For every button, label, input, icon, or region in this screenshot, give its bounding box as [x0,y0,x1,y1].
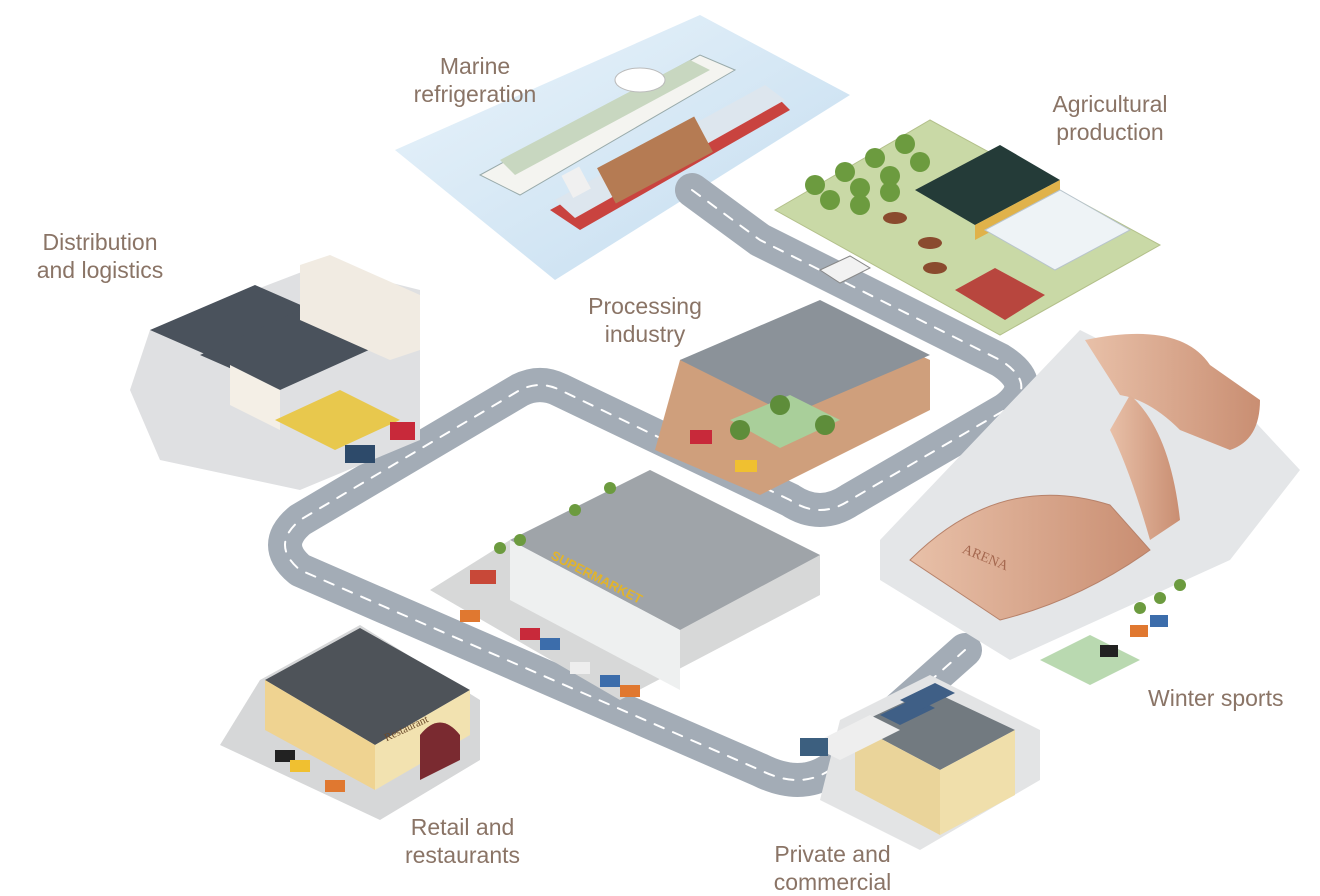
label-marine-refrigeration: Marine refrigeration [400,52,550,108]
label-distribution-line1: Distribution [42,229,158,255]
label-processing-line2: industry [604,321,686,347]
label-distribution-logistics: Distribution and logistics [20,228,180,284]
label-processing-industry: Processing industry [570,292,720,348]
label-private-line1: Private and [774,841,891,867]
harbor-water [395,15,850,280]
winter-arena: ARENA [880,330,1300,685]
label-processing-line1: Processing [588,293,702,319]
decorative-trees [494,482,1186,614]
label-winter-line1: Winter sports [1148,685,1284,711]
label-agricultural-line1: Agricultural [1052,91,1168,117]
label-agricultural-production: Agricultural production [1030,90,1190,146]
restaurant: Restaurant [220,625,480,820]
label-winter-sports: Winter sports [1148,684,1313,712]
processing-plant [655,300,930,495]
supermarket: SUPERMARKET [430,470,820,700]
label-marine-line2: refrigeration [413,81,537,107]
cargo-ship [550,85,790,230]
label-marine-line1: Marine [439,53,511,79]
label-private-commercial: Private and commercial [750,840,915,896]
label-retail-line2: restaurants [404,842,521,868]
orchard-trees [805,134,930,215]
farm-land [773,119,1162,336]
label-retail-line1: Retail and [410,814,515,840]
private-commercial-building [800,675,1040,850]
delivery-truck [818,255,872,284]
label-distribution-line2: and logistics [36,257,164,283]
cruise-ship [478,54,737,196]
label-agricultural-line2: production [1056,119,1164,145]
cows [883,212,947,274]
distribution-warehouse [130,255,420,490]
label-retail-restaurants: Retail and restaurants [385,813,540,869]
label-private-line2: commercial [773,869,892,895]
